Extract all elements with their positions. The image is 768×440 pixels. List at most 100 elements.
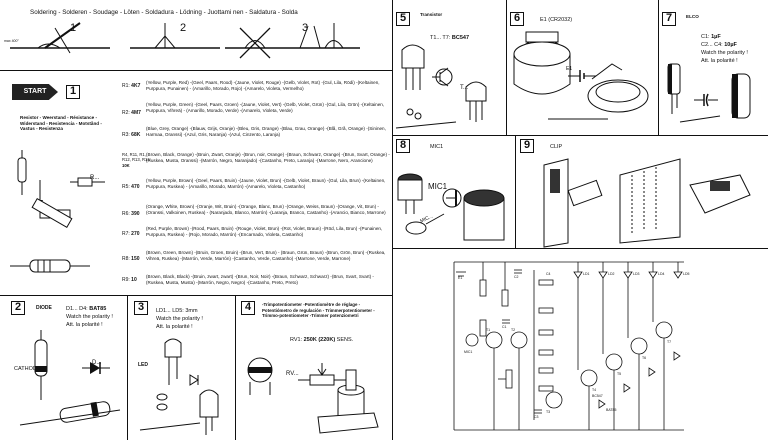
trimpot-value: 250K (220K) — [303, 337, 336, 343]
divider — [0, 70, 392, 71]
divider — [658, 0, 659, 135]
schematic-label-ld4: LD4 — [658, 272, 665, 276]
schematic-label-t3: T3 — [546, 410, 551, 414]
iron-temp-label: max 400° — [4, 39, 19, 43]
elco-drawing — [660, 60, 768, 132]
elco-polarity-note: Watch the polarity ! — [701, 50, 748, 56]
led-polarity-note: Watch the polarity ! — [156, 316, 203, 322]
section-1-number: 1 — [66, 85, 80, 99]
resistor-bend-drawing — [10, 150, 105, 273]
step-2-label: 2 — [180, 22, 187, 34]
soldering-illustration — [0, 18, 390, 68]
resistor-value: 4M7 — [131, 110, 141, 116]
diode-value: BAT85 — [89, 306, 107, 312]
resistor-colors: (Yellow, Purple, Red) -(Geel, Paars, Roo… — [146, 80, 380, 91]
divider — [392, 0, 393, 440]
resistor-colors: (Brown, Black, Black) -(Bruin, zwart, zw… — [146, 274, 374, 285]
resistor-colors: (Yellow, Purple, Green) -(Geel, Paars, G… — [146, 102, 385, 113]
diode-title: DIODE — [36, 305, 52, 311]
schematic-label-e1: E1 — [458, 276, 463, 280]
schematic-label-ld5: LD5 — [683, 272, 690, 276]
schematic-label-c4: C4 — [546, 272, 551, 276]
trimpot-suffix: SENS. — [335, 337, 354, 343]
schematic-label-t6: T6 — [642, 356, 647, 360]
resistor-ref: R8: — [122, 256, 132, 262]
trimpot-part-drawing — [247, 357, 379, 434]
led-drawing — [139, 335, 232, 438]
battery-drawing — [508, 24, 656, 132]
start-arrow: START — [12, 84, 58, 100]
resistor-ref: R1: — [122, 83, 132, 89]
schematic-label-bc547: BC547 — [592, 394, 603, 398]
battery-e-label: E1 — [566, 66, 573, 72]
section-9-number: 9 — [520, 139, 534, 153]
schematic-label-c2: C2 — [514, 275, 519, 279]
diode-d-label: D... — [92, 360, 102, 366]
divider — [0, 295, 392, 296]
trimpot-ref: RV1: — [290, 337, 304, 343]
section-6-number: 6 — [510, 12, 524, 26]
diode-part-drawing — [19, 330, 121, 426]
battery-part-drawing — [513, 31, 649, 120]
elco-ref-1: C1: — [701, 34, 712, 40]
resistor-ref: R4, R11, R1, R12, R13, R14: — [122, 152, 151, 163]
resistor-ref: R7: — [122, 231, 132, 237]
soldering-title: Soldering - Solderen - Soudage - Löten -… — [30, 9, 298, 16]
schematic-label-t4: T4 — [592, 388, 597, 392]
mic-title: MIC1 — [430, 144, 444, 150]
schematic-label-ld1: LD1 — [583, 272, 590, 276]
resistor-value: 10K — [122, 162, 130, 168]
schematic-label-ld3: LD3 — [633, 272, 640, 276]
diode-ref: D1... D4: — [66, 306, 90, 312]
circuit-schematic: E1 MIC1 C1 C2 C3 C4 T1 T2 T3 T4 T5 T6 T7… — [394, 250, 768, 440]
schematic-label-t7: T7 — [667, 340, 672, 344]
section-4-number: 4 — [241, 301, 255, 315]
transistor-drawing — [395, 42, 504, 132]
resistor-ref: R6: — [122, 211, 132, 217]
diode-polarity-note: Watch the polarity ! — [66, 314, 113, 320]
resistor-title: Resistor - Weerstand - Résistance - Wide… — [20, 115, 102, 132]
resistor-colors: (Red, Purple, Brown) -(Rood, Paars, Brui… — [146, 226, 383, 237]
schematic-label-c3: C3 — [534, 415, 539, 419]
soldering-steps-drawing — [10, 22, 360, 59]
schematic-label-t1: T1 — [486, 328, 491, 332]
resistor-value: 270 — [131, 231, 140, 237]
section-7-number: 7 — [662, 12, 676, 26]
transistor-title: Transistor — [420, 12, 443, 17]
resistor-ref: R2: — [122, 110, 132, 116]
schematic-label-t2: T2 — [511, 328, 516, 332]
schematic-label-mic1: MIC1 — [464, 350, 473, 354]
elco-value-2: 10µF — [724, 42, 737, 48]
transistor-part-drawing — [395, 44, 487, 129]
led-polarity-note-fr: Att. la polarité ! — [156, 324, 193, 330]
section-3-number: 3 — [134, 301, 148, 315]
resistor-colors: (Yellow, Purple, Brown) -(Geel, Paars, B… — [146, 178, 386, 189]
mic-symbol-label: MIC1 — [428, 182, 448, 191]
elco-ref-2: C2... C4: — [701, 42, 725, 48]
schematic-drawing — [453, 261, 684, 431]
divider — [235, 295, 236, 440]
resistor-drawing — [10, 150, 110, 290]
schematic-label-ld2: LD2 — [608, 272, 615, 276]
step-3-label: 3 — [302, 22, 309, 34]
schematic-label-t5: T5 — [617, 372, 622, 376]
led-ref: LD1... LD5: 3mm — [156, 308, 198, 314]
clip-title: CLIP — [550, 144, 563, 150]
led-title: LED — [138, 362, 148, 368]
trimpot-title: -Trimpotentiometer -Potentiomètre de rég… — [262, 302, 375, 318]
divider — [515, 135, 516, 248]
trimpot-drawing — [238, 345, 390, 438]
section-5-number: 5 — [396, 12, 410, 26]
trimpot-rv-label: RV... — [286, 371, 299, 377]
divider — [392, 248, 768, 249]
resistor-value: 390 — [131, 211, 140, 217]
diode-drawing — [10, 330, 125, 438]
diode-polarity-note-fr: Att. la polarité ! — [66, 322, 103, 328]
resistor-colors: (Orange, White, Brown) -(Oranje, Wit, Br… — [146, 204, 386, 215]
transistor-value: BC547 — [451, 35, 470, 41]
resistor-ref: R9: — [122, 277, 132, 283]
clip-drawing — [540, 155, 766, 248]
resistor-value: 470 — [131, 184, 140, 190]
clip-part-drawing — [543, 158, 751, 248]
divider — [127, 295, 128, 440]
